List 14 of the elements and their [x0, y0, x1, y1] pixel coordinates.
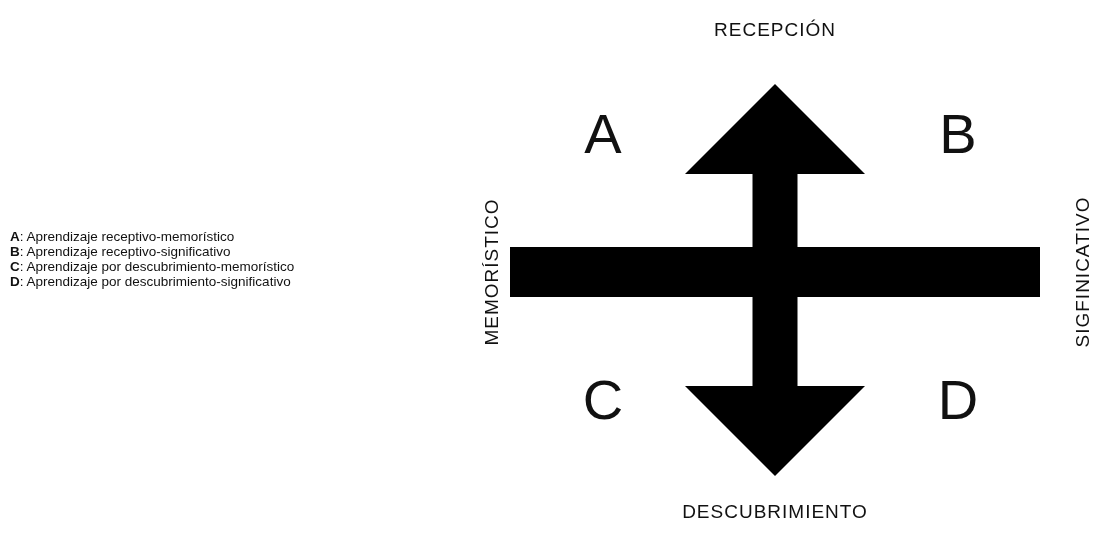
legend-text: D: Aprendizaje por descubrimiento-significativo — [10, 274, 291, 289]
axis-label: DESCUBRIMIENTO — [682, 501, 868, 523]
axis-label: MEMORÍSTICO — [481, 198, 503, 346]
axis-label: SIGFINICATIVO — [1072, 196, 1094, 348]
quadrant-letter: C — [582, 372, 624, 428]
legend-text: A: Aprendizaje receptivo-memorístico — [10, 229, 235, 244]
axis-label: RECEPCIÓN — [714, 19, 836, 41]
quadrant-letter: B — [939, 106, 977, 162]
double-arrow — [685, 84, 865, 476]
quadrant-letter: D — [937, 372, 979, 428]
legend-text: C: Aprendizaje por descubrimiento-memorístico — [10, 259, 295, 274]
quadrant-letter: A — [584, 106, 622, 162]
legend-text: B: Aprendizaje receptivo-significativo — [10, 244, 231, 259]
bar-line — [510, 247, 1040, 297]
